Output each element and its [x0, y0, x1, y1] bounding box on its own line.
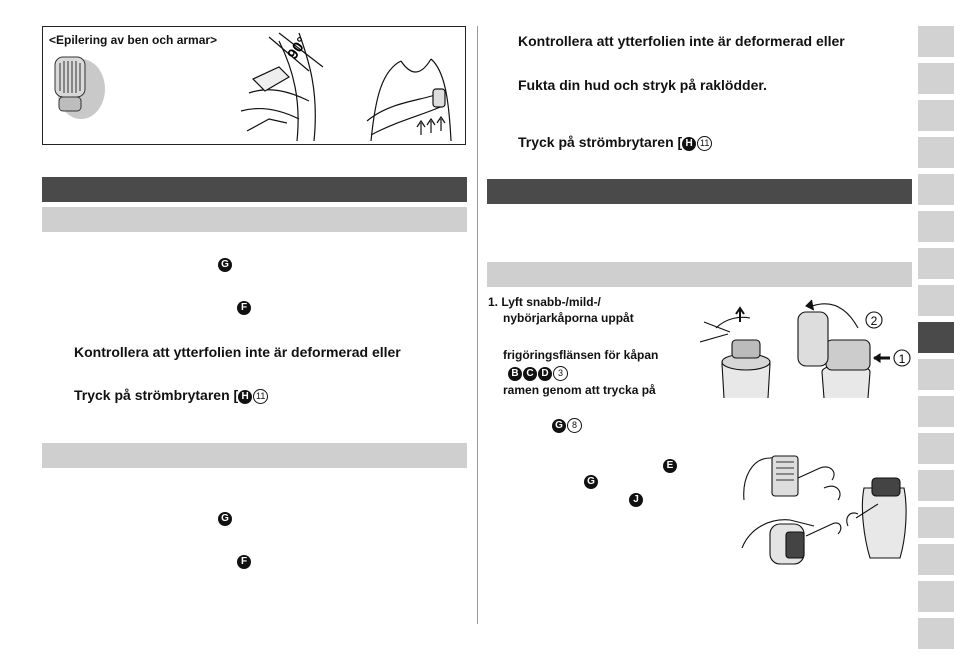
- cap-removal-illustration: 1 2: [700, 299, 911, 399]
- chapter-tab[interactable]: [918, 63, 954, 94]
- chapter-tab[interactable]: [918, 507, 954, 538]
- g-icon: G: [218, 258, 232, 272]
- chapter-tab[interactable]: [918, 211, 954, 242]
- chapter-tab[interactable]: [918, 544, 954, 575]
- number-11-icon-right: 11: [697, 136, 713, 151]
- c-icon: C: [523, 367, 537, 381]
- g-icon-right: G: [552, 419, 566, 433]
- section-header-bar-right: [487, 179, 912, 204]
- leg-epilation-illustration: 90°: [240, 32, 324, 142]
- chapter-tab[interactable]: [918, 248, 954, 279]
- check-foil-instruction: Kontrollera att ytterfolien inte är defo…: [74, 344, 401, 360]
- chapter-tab[interactable]: [918, 470, 954, 501]
- h-icon-right: H: [682, 137, 697, 151]
- number-11-icon: 11: [253, 389, 269, 404]
- g-icon-2: G: [218, 512, 232, 526]
- chapter-tab[interactable]: [918, 100, 954, 131]
- d-icon: D: [538, 367, 552, 381]
- power-switch-text: Tryck på strömbrytaren [: [74, 387, 239, 403]
- g-icon-right-2: G: [584, 475, 598, 489]
- chapter-tab[interactable]: [918, 359, 954, 390]
- chapter-tab[interactable]: [918, 396, 954, 427]
- section-header-bar: [42, 177, 467, 202]
- f-icon-2: F: [237, 555, 251, 569]
- h-icon: H: [238, 390, 253, 404]
- step1-line4: ramen genom att trycka på: [503, 383, 656, 397]
- figure-caption: <Epilering av ben och armar>: [49, 33, 218, 47]
- chapter-tab[interactable]: [918, 433, 954, 464]
- subsection-header-bar-2: [42, 443, 467, 468]
- chapter-tab[interactable]: [918, 26, 954, 57]
- chapter-tab[interactable]: [918, 581, 954, 612]
- b-icon: B: [508, 367, 522, 381]
- subsection-header-bar: [42, 207, 467, 232]
- check-foil-instruction-right: Kontrollera att ytterfolien inte är defo…: [518, 33, 845, 49]
- number-3-icon: 3: [553, 366, 568, 381]
- chapter-tab[interactable]: [918, 322, 954, 353]
- number-8-icon: 8: [567, 418, 582, 433]
- figure-label-2: 2: [871, 314, 878, 328]
- power-switch-text-right: Tryck på strömbrytaren [: [518, 134, 683, 150]
- moisten-skin-instruction: Fukta din hud och stryk på raklödder.: [518, 77, 767, 93]
- figure-label-1: 1: [899, 352, 906, 366]
- epilator-head-illustration: [54, 56, 105, 119]
- column-divider: [477, 26, 478, 624]
- figure-box-epilation: <Epilering av ben och armar> 90°: [42, 26, 466, 145]
- e-icon: E: [663, 459, 677, 473]
- subsection-header-bar-right: [487, 262, 912, 287]
- chapter-tab[interactable]: [918, 618, 954, 649]
- chapter-tab[interactable]: [918, 285, 954, 316]
- arm-epilation-illustration: [366, 58, 452, 142]
- step1-line3: frigöringsflänsen för kåpan: [503, 348, 659, 362]
- chapter-tab[interactable]: [918, 174, 954, 205]
- f-icon: F: [237, 301, 251, 315]
- step1-line1: 1. Lyft snabb-/mild-/: [488, 295, 601, 309]
- chapter-tab[interactable]: [918, 137, 954, 168]
- j-icon: J: [629, 493, 643, 507]
- step1-line2: nybörjarkåporna uppåt: [503, 311, 634, 325]
- cleaning-illustration: [741, 455, 907, 565]
